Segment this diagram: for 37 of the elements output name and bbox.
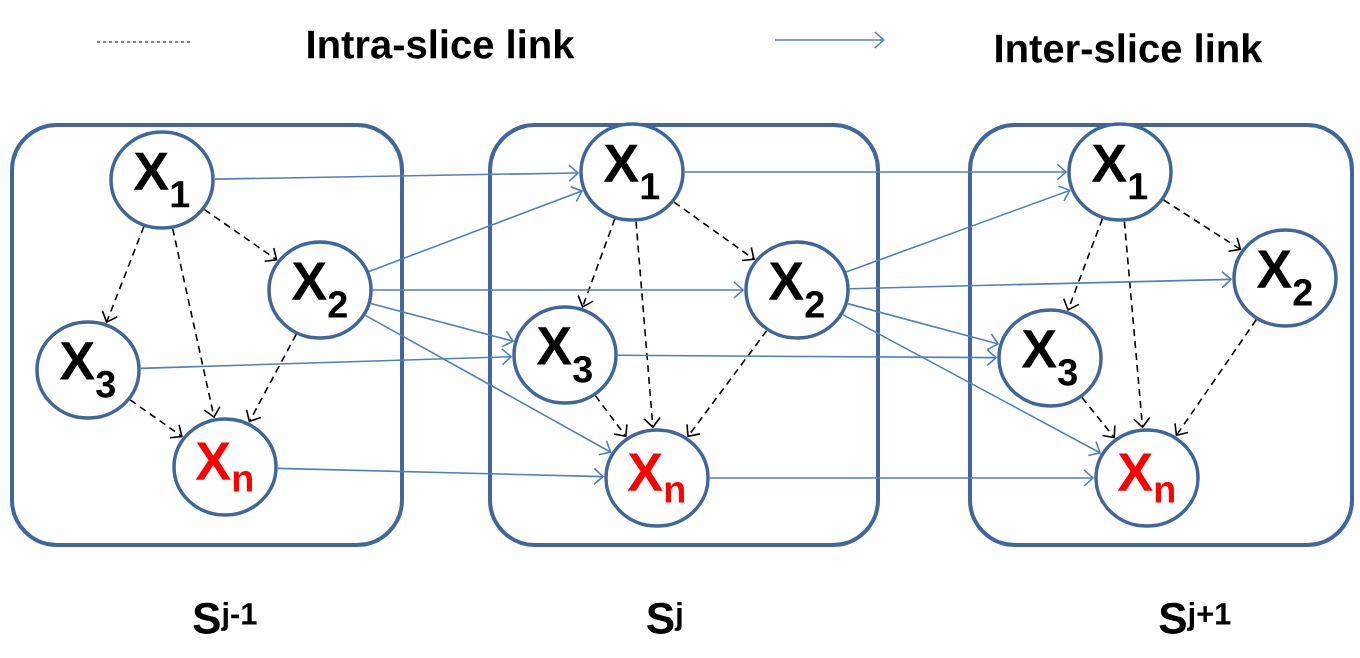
slice-label: S$^{j}$ [647, 602, 682, 634]
arrow [1062, 218, 1104, 312]
arrow [364, 314, 612, 456]
arrow [846, 302, 1000, 351]
slice-label: S$^{j+1}$ [1159, 602, 1231, 634]
arrow [577, 218, 616, 308]
arrow [683, 163, 1068, 181]
arrow [213, 164, 580, 182]
arrow [1081, 396, 1116, 439]
arrow [594, 394, 628, 438]
arrow [635, 220, 661, 429]
arrow [171, 227, 221, 419]
arrow [1123, 220, 1151, 429]
arrow [616, 348, 998, 367]
arrow [203, 208, 278, 262]
arrow [101, 225, 145, 324]
arrow [708, 469, 1095, 487]
arrow [842, 313, 1102, 457]
arrow [686, 329, 768, 438]
slice-box [10, 123, 404, 547]
legend-label: Intra-slice link [308, 29, 575, 59]
arrow [673, 201, 755, 262]
arrow [129, 399, 183, 439]
slice-label: S$^{j-1}$ [193, 602, 257, 634]
arrow [1174, 318, 1258, 437]
slice-box [968, 123, 1354, 547]
arrow [139, 348, 513, 370]
arrow [845, 185, 1071, 273]
arrow [368, 185, 584, 273]
arrow [1162, 199, 1242, 252]
arrow [370, 302, 515, 348]
arrow [371, 281, 745, 299]
legend-label: Inter-slice link [996, 33, 1263, 63]
arrow [848, 270, 1233, 290]
slice-box [488, 123, 880, 547]
arrow [245, 333, 297, 423]
arrow [276, 467, 605, 486]
